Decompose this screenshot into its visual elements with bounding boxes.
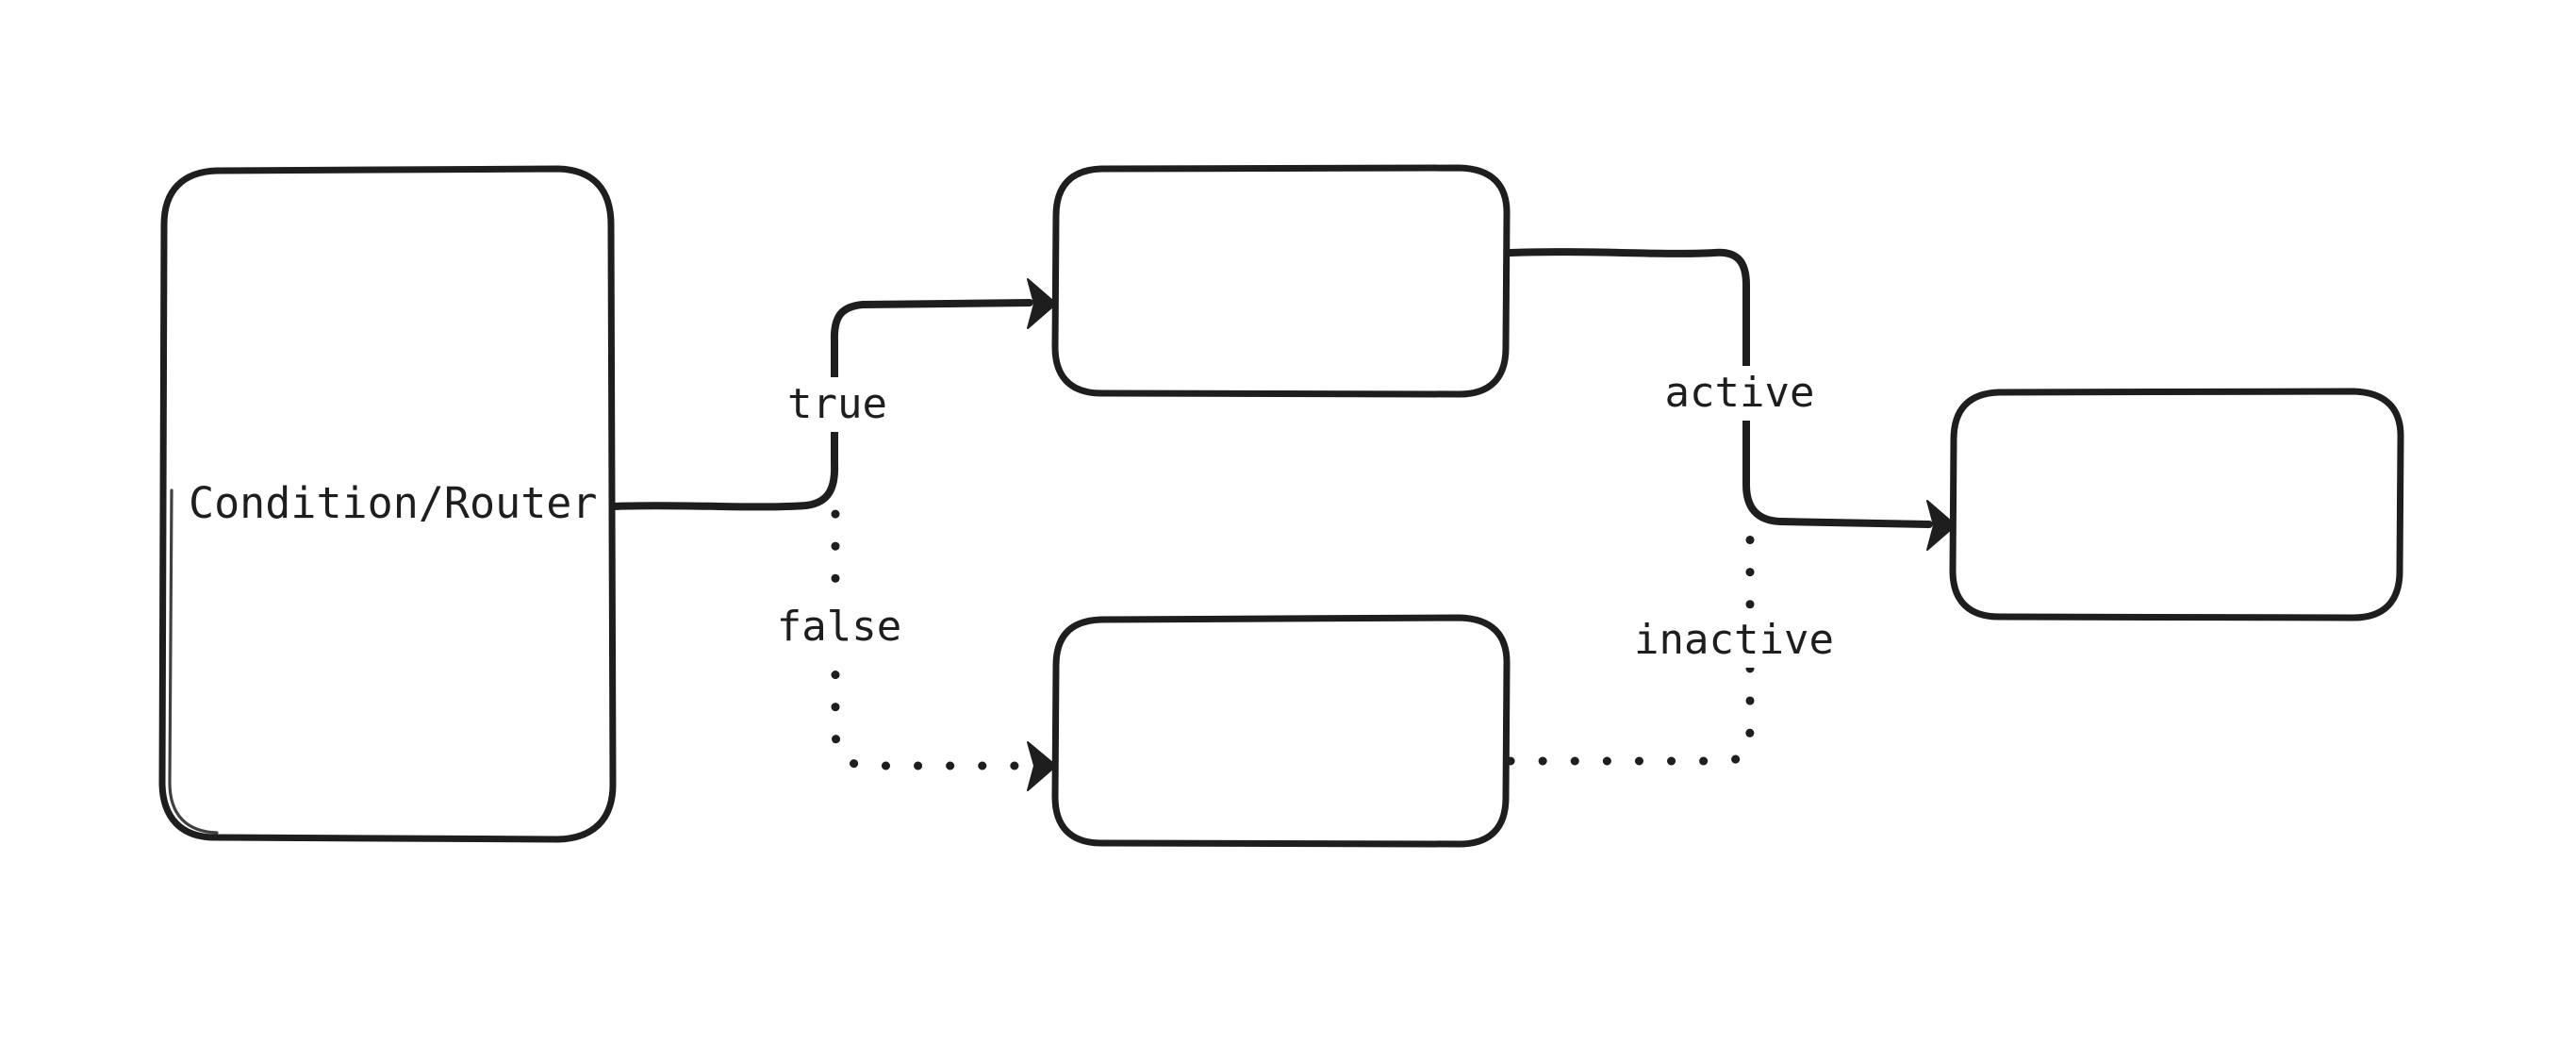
edge-label-inactive-backdrop <box>1632 613 1836 668</box>
condition-router-sketch-stroke <box>168 489 219 835</box>
edge-active-arrowhead <box>1926 500 1957 551</box>
edge-label-true-text: true <box>787 380 887 428</box>
edge-false-arrowhead <box>1027 741 1057 791</box>
edge-active[interactable] <box>1507 248 1957 551</box>
edge-true-path <box>609 299 1033 511</box>
edge-true-arrowhead <box>1027 278 1057 329</box>
edge-label-inactive: inactive <box>1632 613 1836 668</box>
merge-shape <box>1949 388 2404 621</box>
condition-router-label: Condition/Router <box>189 478 597 528</box>
condition-router-shape <box>158 165 617 843</box>
edge-label-false-text: false <box>777 603 901 651</box>
false-branch-shape <box>1051 614 1511 848</box>
node-merge[interactable] <box>1949 388 2404 621</box>
edge-active-path <box>1507 248 1933 528</box>
edge-label-false: false <box>762 600 916 654</box>
edge-true[interactable] <box>609 278 1057 511</box>
edge-label-active-text: active <box>1665 369 1815 417</box>
edge-label-false-backdrop <box>762 600 916 654</box>
edge-label-active-backdrop <box>1655 366 1825 421</box>
edge-label-inactive-text: inactive <box>1634 616 1834 664</box>
edge-false[interactable] <box>831 509 1057 791</box>
edge-label-true: true <box>768 377 905 432</box>
node-true-branch[interactable] <box>1051 164 1511 398</box>
edge-label-true-backdrop <box>768 377 905 432</box>
edge-label-active: active <box>1655 366 1825 421</box>
node-condition-router[interactable]: Condition/Router <box>158 165 617 843</box>
true-branch-shape <box>1051 164 1511 398</box>
node-false-branch[interactable] <box>1051 614 1511 848</box>
